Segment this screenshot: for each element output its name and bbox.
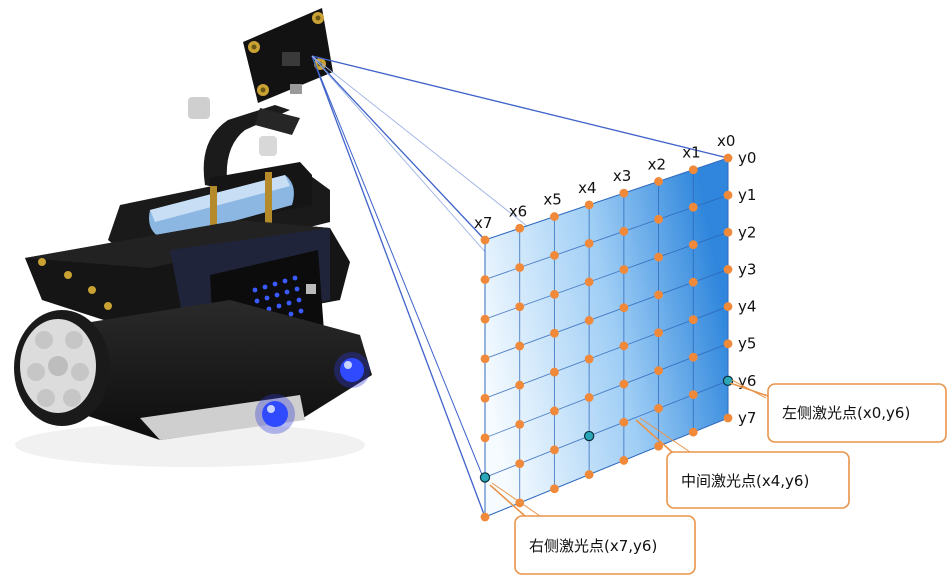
laser-point bbox=[619, 226, 629, 236]
laser-point-highlight bbox=[479, 472, 491, 483]
callout-right-label: 右侧激光点(x7,y6) bbox=[529, 537, 657, 555]
laser-point bbox=[688, 427, 698, 437]
grid-row-line bbox=[484, 231, 729, 320]
laser-point bbox=[688, 240, 698, 250]
callout-middle-label: 中间激光点(x4,y6) bbox=[681, 472, 809, 490]
laser-point bbox=[619, 341, 629, 351]
laser-point bbox=[480, 275, 490, 284]
wheel bbox=[14, 310, 110, 426]
laser-point bbox=[480, 354, 490, 364]
laser-point bbox=[515, 420, 525, 429]
laser-point bbox=[654, 328, 663, 338]
laser-point bbox=[515, 341, 525, 351]
y-axis-label-y1: y1 bbox=[738, 186, 756, 204]
grid-row-line bbox=[484, 194, 729, 280]
laser-point bbox=[550, 445, 559, 455]
laser-point bbox=[723, 413, 733, 423]
laser-point bbox=[480, 393, 490, 403]
laser-point bbox=[654, 366, 663, 376]
laser-point bbox=[515, 223, 525, 233]
laser-point bbox=[619, 188, 629, 198]
callout-left: 左侧激光点(x0,y6) bbox=[729, 379, 947, 443]
laser-point bbox=[584, 238, 594, 248]
x-axis-label-x2: x2 bbox=[648, 155, 666, 173]
x-axis-label-x5: x5 bbox=[543, 191, 561, 209]
y-axis-label-y5: y5 bbox=[738, 335, 756, 353]
laser-point bbox=[723, 302, 733, 311]
grid-row-line bbox=[484, 306, 729, 399]
y-axis-label-y4: y4 bbox=[738, 298, 756, 316]
y-axis-label-y7: y7 bbox=[738, 409, 756, 427]
laser-point bbox=[723, 227, 733, 237]
laser-point bbox=[723, 339, 733, 349]
laser-point bbox=[619, 417, 629, 427]
laser-point bbox=[480, 314, 490, 324]
laser-point bbox=[550, 328, 559, 338]
laser-point bbox=[654, 252, 663, 262]
robot-car-illustration bbox=[14, 8, 372, 467]
x-axis-label-x3: x3 bbox=[613, 167, 631, 185]
laser-point bbox=[688, 277, 698, 287]
headlight-leds bbox=[255, 352, 370, 434]
laser-point bbox=[480, 235, 490, 245]
laser-point bbox=[723, 153, 733, 163]
x-axis-label-x0: x0 bbox=[717, 132, 735, 150]
laser-point bbox=[550, 251, 559, 260]
laser-point bbox=[654, 290, 663, 300]
laser-point bbox=[584, 277, 594, 287]
laser-point bbox=[550, 289, 559, 299]
x-axis-label-x6: x6 bbox=[509, 202, 527, 220]
laser-point bbox=[515, 459, 525, 469]
laser-point bbox=[515, 263, 525, 272]
x-axis-label-x7: x7 bbox=[474, 214, 492, 232]
laser-point bbox=[688, 352, 698, 362]
laser-point bbox=[550, 484, 559, 494]
callout-right: 右侧激光点(x7,y6) bbox=[489, 482, 696, 575]
laser-point bbox=[480, 433, 490, 443]
laser-point bbox=[723, 190, 733, 200]
laser-point bbox=[550, 367, 559, 377]
laser-point bbox=[688, 315, 698, 325]
laser-point bbox=[515, 302, 525, 312]
laser-point bbox=[723, 265, 733, 274]
y-axis-label-y3: y3 bbox=[738, 260, 756, 278]
laser-point bbox=[515, 380, 525, 390]
laser-point bbox=[654, 177, 663, 186]
grid-row-line bbox=[484, 380, 729, 478]
laser-point bbox=[480, 512, 490, 522]
laser-point bbox=[619, 379, 629, 389]
laser-point bbox=[584, 316, 594, 325]
grid-row-line bbox=[484, 343, 729, 439]
laser-point bbox=[550, 406, 559, 416]
laser-point bbox=[619, 265, 629, 274]
x-axis-label-x1: x1 bbox=[682, 144, 700, 162]
laser-point bbox=[584, 200, 594, 210]
grid-row-line bbox=[484, 157, 729, 241]
x-axis-label-x4: x4 bbox=[578, 179, 596, 197]
laser-point bbox=[619, 303, 629, 313]
grid-row-line bbox=[484, 269, 729, 360]
callout-middle: 中间激光点(x4,y6) bbox=[635, 417, 850, 509]
laser-point bbox=[550, 212, 559, 221]
laser-point bbox=[654, 404, 663, 413]
y-axis-label-y0: y0 bbox=[738, 149, 756, 167]
laser-point bbox=[584, 393, 594, 402]
laser-point bbox=[688, 165, 698, 175]
laser-point bbox=[654, 441, 663, 451]
laser-point bbox=[584, 354, 594, 364]
laser-point bbox=[688, 202, 698, 212]
laser-point bbox=[688, 390, 698, 400]
grid-row-line bbox=[484, 417, 729, 518]
laser-point-highlight bbox=[583, 430, 595, 442]
callout-left-label: 左侧激光点(x0,y6) bbox=[782, 404, 910, 422]
y-axis-label-y2: y2 bbox=[738, 223, 756, 241]
laser-point bbox=[584, 470, 594, 479]
laser-point bbox=[654, 214, 663, 224]
laser-sensor-board bbox=[243, 8, 333, 103]
laser-point bbox=[619, 456, 629, 465]
